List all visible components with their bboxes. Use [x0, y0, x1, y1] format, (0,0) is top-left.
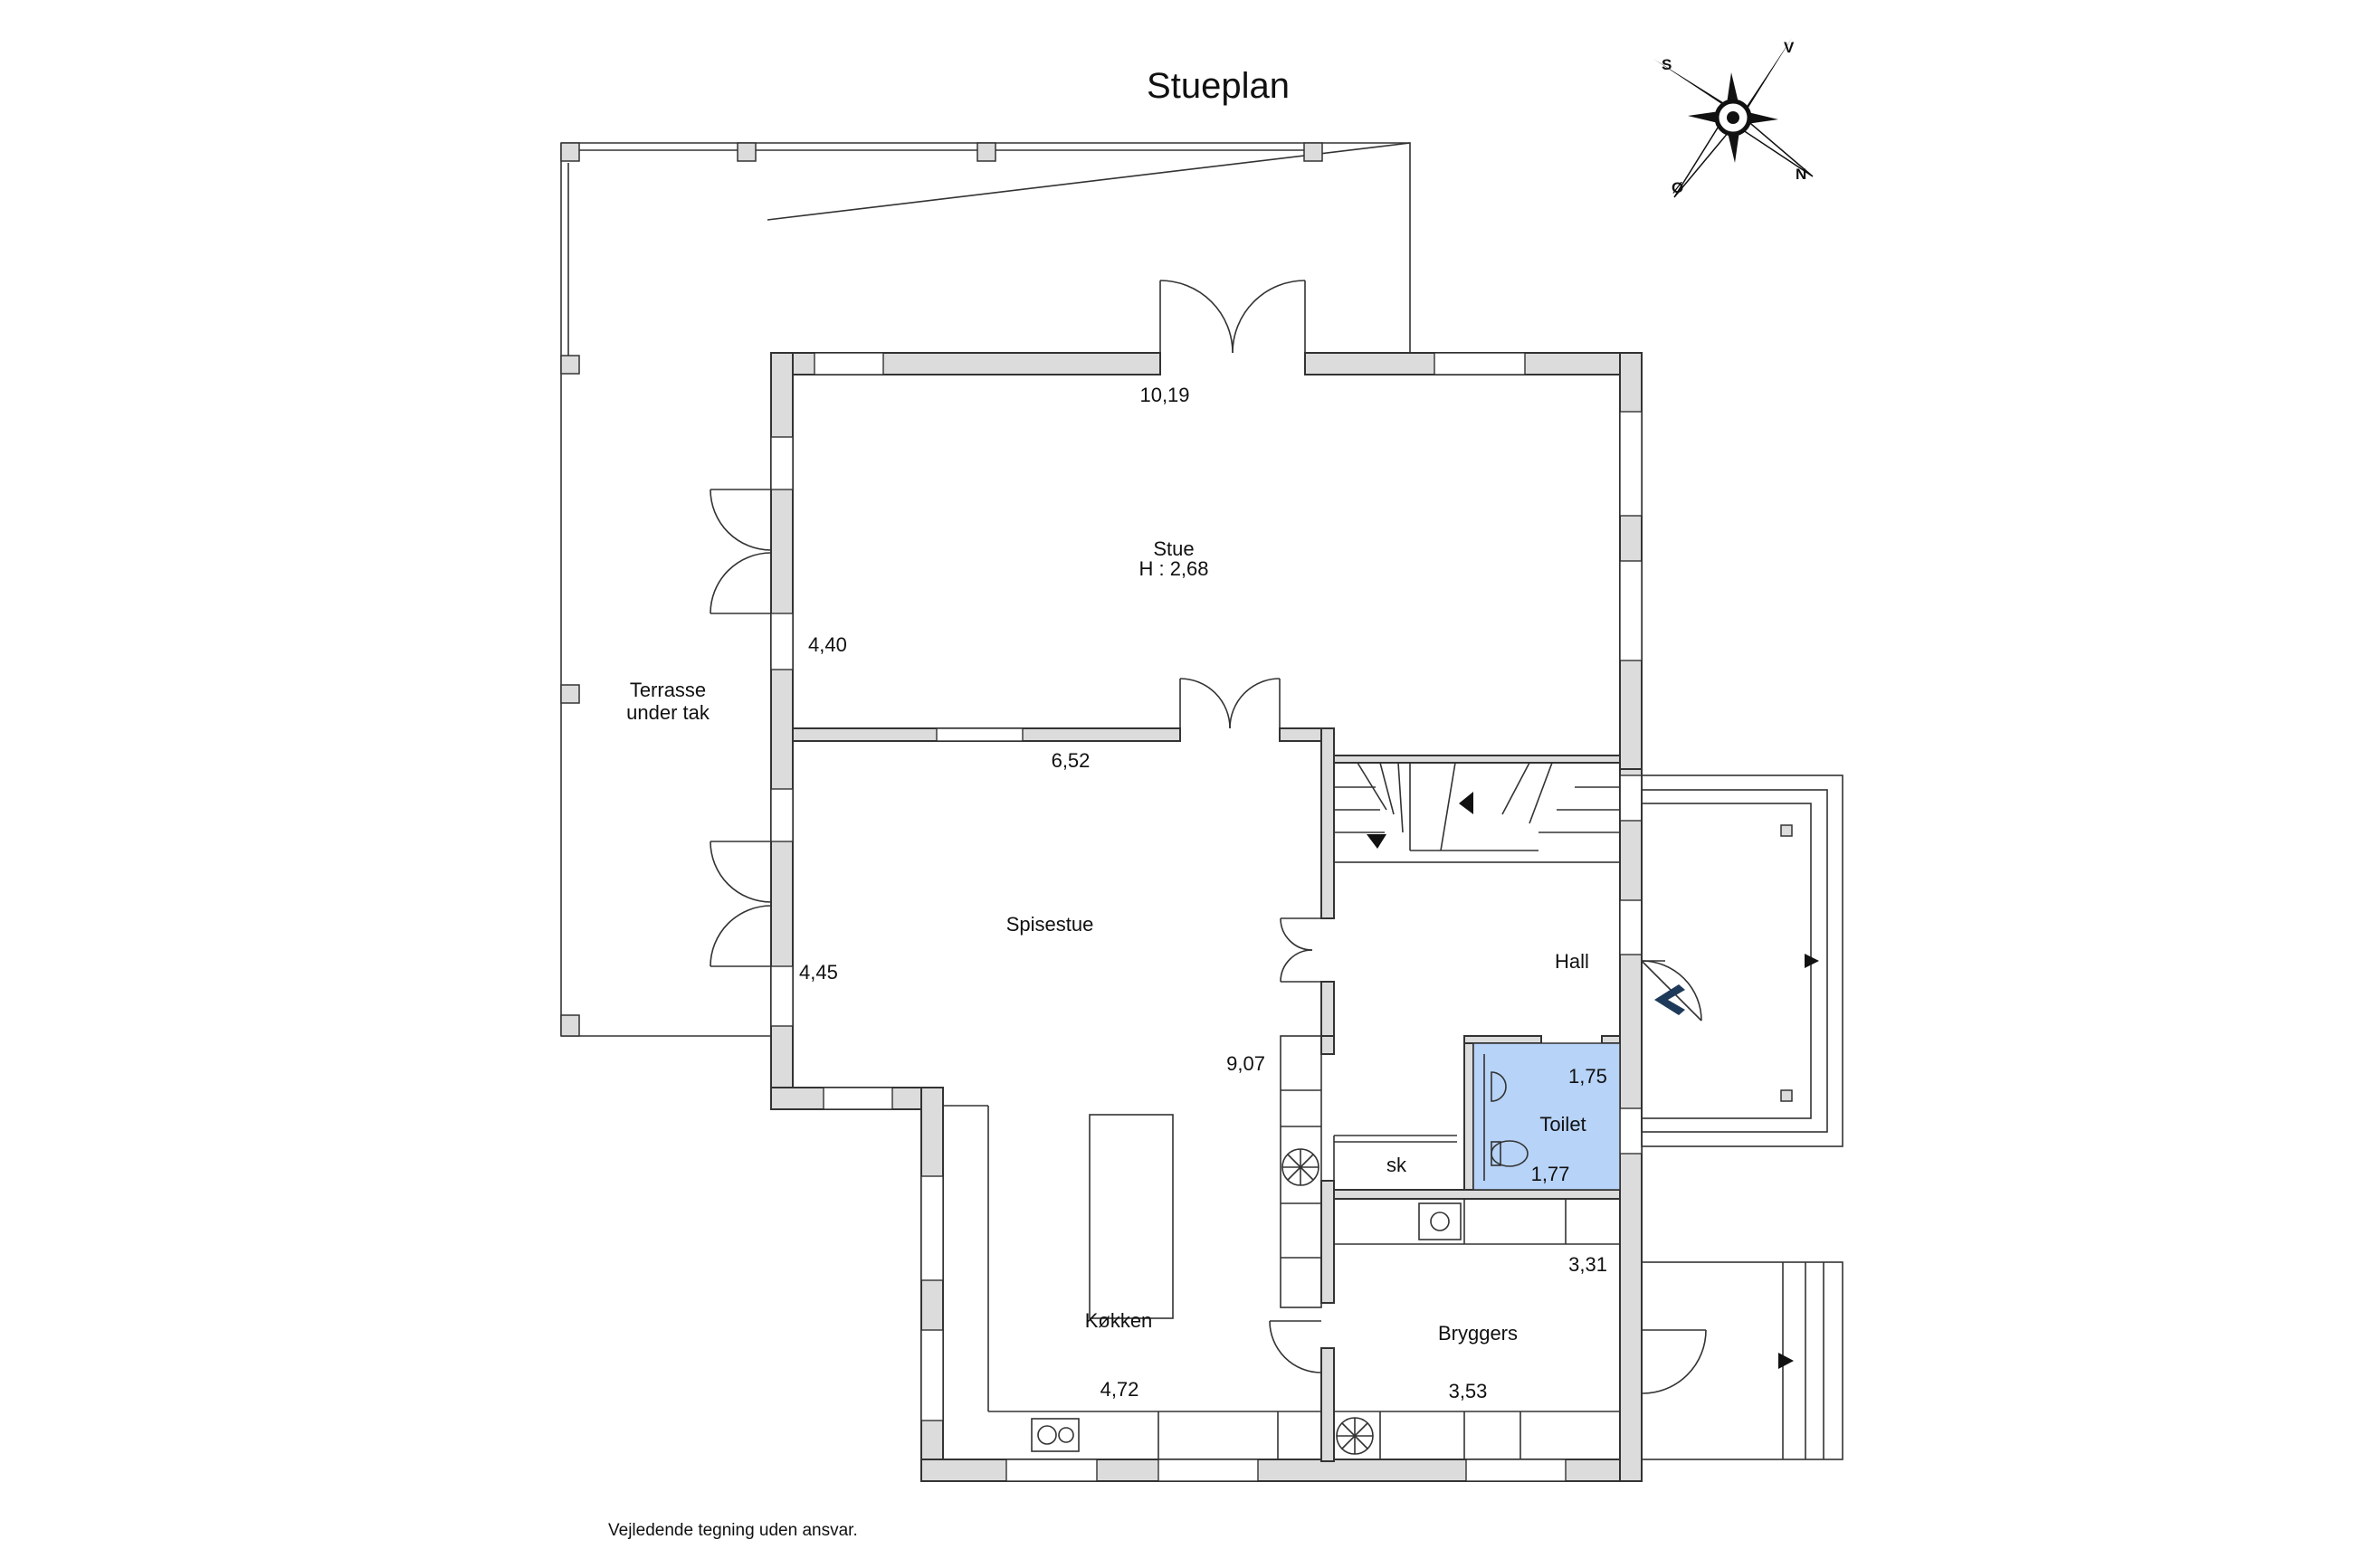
room-label-terrasse-line1: Terrasse [630, 679, 706, 701]
room-label-terrasse-line2: under tak [626, 701, 710, 724]
dim-spisestue-depth: 4,45 [799, 961, 838, 984]
toilet-room [1472, 1042, 1621, 1191]
compass-label-o: Ø [1672, 179, 1683, 196]
dim-stue-depth: 4,40 [808, 633, 847, 656]
room-label-sk: sk [1386, 1154, 1407, 1176]
windows [770, 352, 1643, 1482]
interior-walls [792, 727, 1621, 1462]
compass-rose-icon [1653, 38, 1814, 198]
dim-toilet-depth: 1,77 [1531, 1163, 1570, 1185]
entrance-arrow-icon [1654, 984, 1685, 1015]
dim-stue-width: 10,19 [1139, 384, 1189, 406]
room-label-toilet: Toilet [1539, 1113, 1586, 1136]
room-label-kokken: Køkken [1085, 1309, 1153, 1332]
dim-toilet-width: 1,75 [1568, 1065, 1607, 1088]
room-label-bryggers: Bryggers [1438, 1322, 1518, 1345]
closet-sliding-doors [1333, 1135, 1457, 1185]
room-label-spisestue: Spisestue [1006, 913, 1094, 936]
terrace-outline [560, 142, 1411, 1037]
compass-label-n: N [1796, 166, 1806, 183]
dim-kokken-depth: 9,07 [1226, 1052, 1265, 1075]
room-label-stue: Stue [1153, 537, 1194, 560]
dim-bryggers-width: 3,53 [1449, 1380, 1488, 1402]
dim-bryggers-depth: 3,31 [1568, 1253, 1607, 1276]
dim-spisestue-width: 6,52 [1052, 749, 1091, 772]
utility-counters [1334, 1199, 1620, 1459]
dim-kokken-width: 4,72 [1100, 1378, 1139, 1401]
staircase [1333, 762, 1621, 863]
room-height-stue: H : 2,68 [1138, 557, 1208, 580]
kitchen-counters [943, 1035, 1322, 1459]
plan-title: Stueplan [1147, 66, 1290, 106]
entrance-porch [1641, 774, 1843, 1147]
doors [710, 280, 1707, 1394]
compass-label-v: V [1784, 39, 1795, 56]
disclaimer-note: Vejledende tegning uden ansvar. [608, 1521, 858, 1540]
exterior-walls [770, 352, 1643, 1482]
exterior-steps [1641, 1261, 1843, 1460]
compass-label-s: S [1662, 56, 1672, 73]
room-label-hall: Hall [1555, 950, 1589, 973]
